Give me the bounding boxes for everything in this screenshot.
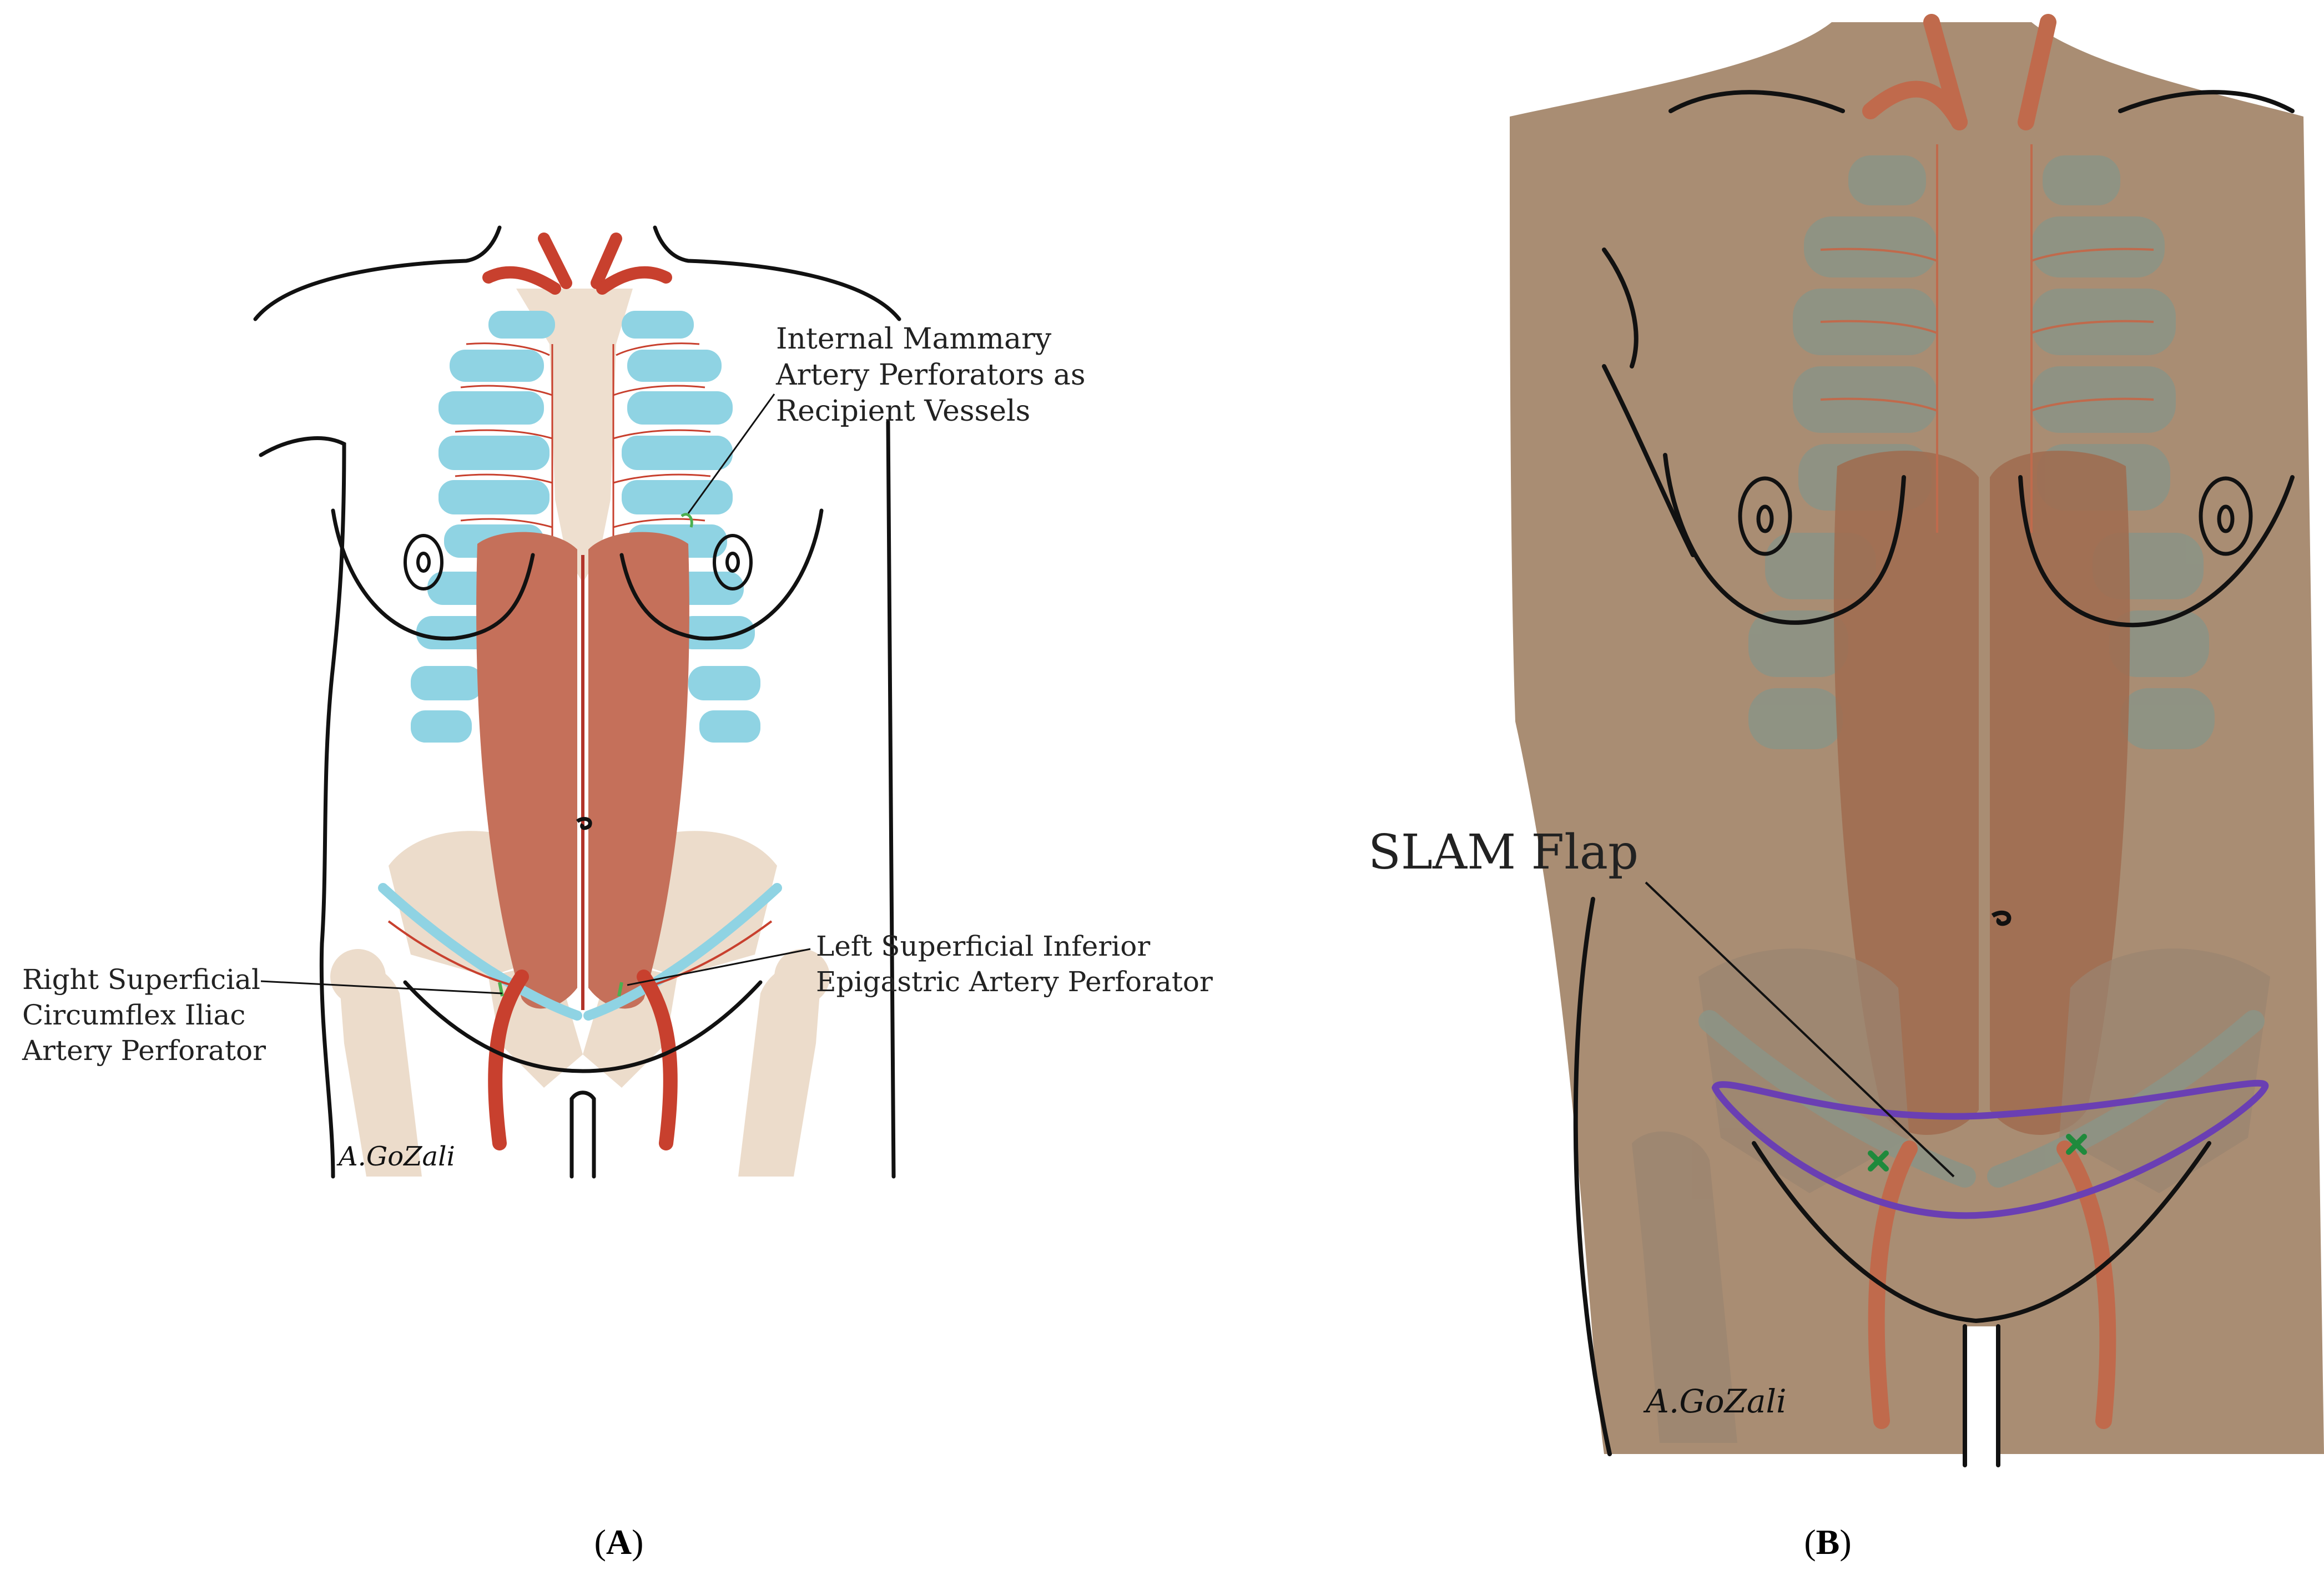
panel-a: Internal Mammary Artery Perforators as R… xyxy=(22,225,1213,1562)
signature-b: A.GoZali xyxy=(1643,1382,1787,1420)
internal-mammary-perforator xyxy=(680,513,693,528)
svg-text:Right Superficial Circum: Right Superficial Circumflex Iliac Arter… xyxy=(22,963,269,1067)
panel-a-label-letter: A xyxy=(606,1522,632,1562)
intercostal-arteries xyxy=(455,342,711,544)
svg-text:(A): (A) xyxy=(594,1522,644,1562)
perforator-marker-right-icon xyxy=(2066,1134,2087,1155)
intercostal-arteries-b xyxy=(1820,144,2154,533)
rectus-translucent xyxy=(1833,451,2130,1135)
callout-internal-mammary-line1: Internal Mammary xyxy=(776,322,1052,356)
callout-slam-flap: SLAM Flap xyxy=(1368,825,1639,880)
panel-b-label-close: ) xyxy=(1839,1522,1851,1562)
callout-internal-mammary-line3: Recipient Vessels xyxy=(776,395,1030,428)
svg-text:Left Superficial Inferior: Left Superficial Inferior Epigastric Art… xyxy=(816,930,1213,998)
panel-b-label-open: ( xyxy=(1804,1522,1816,1562)
neck-arteries xyxy=(482,233,672,295)
panel-b-label-letter: B xyxy=(1816,1522,1840,1562)
nipple-left-b-icon xyxy=(1738,476,1792,556)
pelvis-bone xyxy=(330,831,830,1177)
body-outline xyxy=(253,225,901,1179)
slam-flap-outline xyxy=(1711,1079,2269,1219)
neck-arteries-b xyxy=(1862,14,2056,130)
slam-flap-leader xyxy=(1645,881,1955,1178)
femoral-arteries xyxy=(488,970,678,1150)
navel-b-icon xyxy=(1991,910,2012,926)
svg-text:(B): (B) xyxy=(1804,1522,1851,1562)
nipple-right-b-icon xyxy=(2199,476,2253,556)
callout-leaders-a xyxy=(260,393,811,995)
svg-text:Internal Mammary Artery: Internal Mammary Artery Perforators as R… xyxy=(775,322,1095,428)
callout-left-siea-line2: Epigastric Artery Perforator xyxy=(816,966,1213,998)
callout-internal-mammary-line2: Artery Perforators as xyxy=(775,359,1086,392)
inguinal-band-b xyxy=(1698,1010,2265,1188)
nipple-right-icon xyxy=(713,534,753,590)
nipple-left-icon xyxy=(404,534,443,590)
sternum xyxy=(516,289,633,583)
callout-right-scia-line1: Right Superficial xyxy=(22,963,260,996)
rectus-muscle xyxy=(476,532,689,1009)
body-outline-b xyxy=(1573,90,2295,1467)
panel-a-label-close: ) xyxy=(632,1522,643,1562)
gap-between-legs xyxy=(1967,1326,1996,1465)
signature-a: A.GoZali xyxy=(336,1141,455,1172)
callout-right-scia-line2: Circumflex Iliac xyxy=(22,999,245,1031)
superficial-vessels xyxy=(387,920,773,989)
callout-left-siea-line1: Left Superficial Inferior xyxy=(816,930,1150,962)
siea-perforator xyxy=(617,982,623,997)
panel-b: SLAM Flap A.GoZali (B) xyxy=(1368,14,2324,1562)
inguinal-band xyxy=(378,883,782,1021)
navel-icon xyxy=(576,817,592,830)
perforator-marker-left-icon xyxy=(1868,1150,1889,1172)
panel-a-label-open: ( xyxy=(594,1522,606,1562)
callout-right-scia-line3: Artery Perforator xyxy=(22,1034,266,1067)
